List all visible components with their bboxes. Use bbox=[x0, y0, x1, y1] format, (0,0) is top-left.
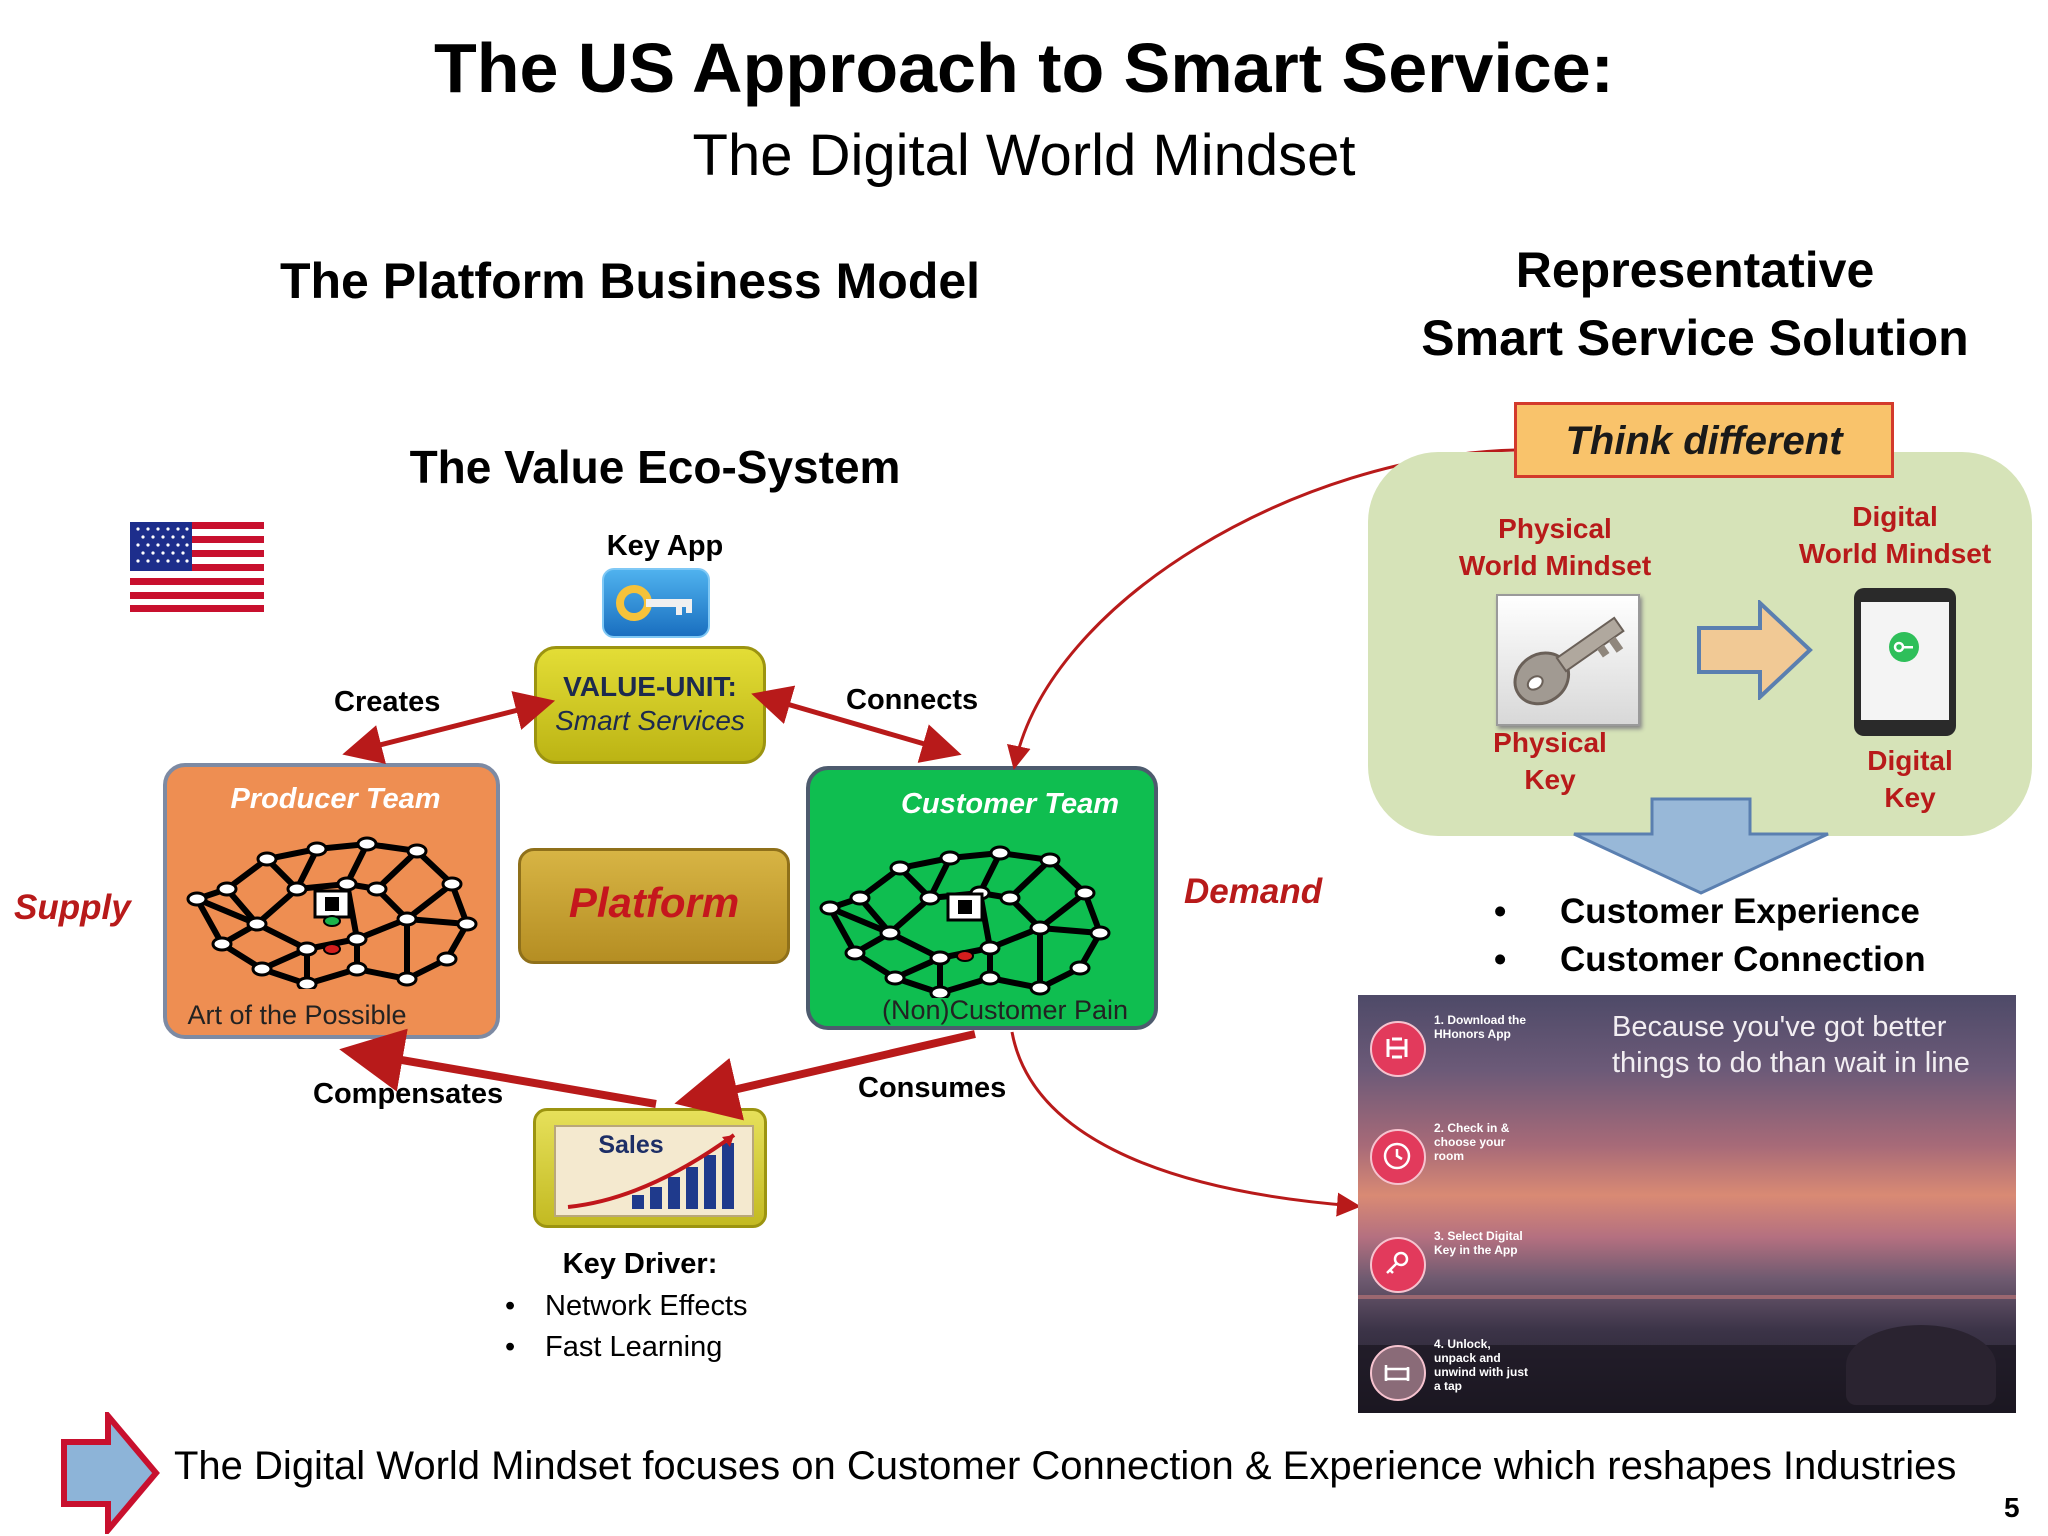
promo-tagline: Because you've got better things to do t… bbox=[1612, 1009, 2012, 1081]
promo-step-text: 3. Select Digital Key in the App bbox=[1434, 1229, 1523, 1257]
promo-step-text: 2. Check in & choose your room bbox=[1434, 1121, 1510, 1163]
digital-key-phone-icon bbox=[1854, 588, 1956, 736]
promo-step-download: 1. Download the HHonors App bbox=[1370, 1013, 1540, 1103]
people-silhouette bbox=[1846, 1325, 1996, 1405]
sales-label: Sales bbox=[598, 1131, 664, 1159]
physical-mindset-line-2: World Mindset bbox=[1458, 550, 1652, 581]
digital-key-line-1: Digital bbox=[1867, 745, 1953, 776]
physical-mindset-label: Physical World Mindset bbox=[1430, 510, 1680, 584]
us-flag-icon bbox=[130, 522, 264, 612]
creates-label: Creates bbox=[334, 686, 441, 718]
digital-mindset-label: Digital World Mindset bbox=[1780, 498, 2010, 572]
physical-key-line-1: Physical bbox=[1493, 727, 1607, 758]
right-heading-line-2: Smart Service Solution bbox=[1421, 310, 1969, 366]
platform-box: Platform bbox=[518, 848, 790, 964]
promo-tagline-line-2: things to do than wait in line bbox=[1612, 1047, 1970, 1079]
outcomes-list: Customer Experience Customer Connection bbox=[1494, 888, 1926, 984]
promo-step-unlock: 4. Unlock, unpack and unwind with just a… bbox=[1370, 1337, 1540, 1413]
right-heading-line-1: Representative bbox=[1515, 242, 1875, 298]
physical-mindset-line-1: Physical bbox=[1498, 513, 1612, 544]
digital-key-line-2: Key bbox=[1884, 782, 1936, 813]
connects-label: Connects bbox=[846, 684, 979, 716]
footer-arrow-icon bbox=[61, 1412, 160, 1534]
promo-image: Because you've got better things to do t… bbox=[1358, 995, 2016, 1413]
key-app-icon bbox=[602, 568, 710, 638]
digital-key-label: Digital Key bbox=[1800, 742, 2020, 816]
clock-icon bbox=[1370, 1129, 1426, 1185]
producer-network-icon bbox=[186, 836, 478, 989]
promo-link-curve bbox=[1010, 1031, 1361, 1217]
bed-icon bbox=[1370, 1345, 1426, 1401]
footer-statement: The Digital World Mindset focuses on Cus… bbox=[174, 1444, 1957, 1488]
page-number: 5 bbox=[2004, 1492, 2020, 1523]
think-different-box: Think different bbox=[1514, 402, 1894, 478]
promo-step-checkin: 2. Check in & choose your room bbox=[1370, 1121, 1540, 1211]
physical-key-line-2: Key bbox=[1524, 764, 1576, 795]
customer-team-caption: (Non)Customer Pain bbox=[881, 995, 1129, 1025]
page-subtitle: The Digital World Mindset bbox=[692, 123, 1356, 188]
producer-team-title: Producer Team bbox=[230, 783, 441, 815]
promo-step-text: 4. Unlock, unpack and unwind with just a… bbox=[1434, 1337, 1528, 1393]
compensates-label: Compensates bbox=[313, 1078, 504, 1110]
page-title: The US Approach to Smart Service: bbox=[434, 29, 1614, 107]
left-heading: The Platform Business Model bbox=[279, 253, 981, 309]
value-unit-subtitle: Smart Services bbox=[555, 705, 745, 736]
hilton-logo-icon bbox=[1370, 1021, 1426, 1077]
key-driver-list: Network Effects Fast Learning bbox=[505, 1286, 748, 1368]
outcome-down-arrow bbox=[1573, 797, 1829, 895]
key-icon bbox=[1370, 1237, 1426, 1293]
physical-key-label: Physical Key bbox=[1440, 724, 1660, 798]
supply-label: Supply bbox=[14, 888, 131, 927]
platform-label: Platform bbox=[568, 879, 740, 926]
right-heading: Representative Smart Service Solution bbox=[1360, 236, 2030, 372]
customer-team-box: Customer Team (Non)Customer Pain bbox=[806, 766, 1158, 1030]
demand-label: Demand bbox=[1184, 872, 1323, 911]
value-unit-box: VALUE-UNIT: Smart Services bbox=[534, 646, 766, 764]
digital-mindset-line-2: World Mindset bbox=[1798, 538, 1992, 569]
promo-step-text: 1. Download the HHonors App bbox=[1434, 1013, 1527, 1041]
promo-step-select-key: 3. Select Digital Key in the App bbox=[1370, 1229, 1540, 1319]
mindset-transition-arrow bbox=[1697, 600, 1813, 700]
outcome-item: Customer Connection bbox=[1494, 936, 1926, 984]
value-unit-title: VALUE-UNIT: bbox=[563, 671, 737, 702]
customer-team-title: Customer Team bbox=[900, 788, 1120, 820]
sales-chart-icon: Sales bbox=[554, 1125, 754, 1217]
key-app-label: Key App bbox=[606, 530, 724, 562]
key-driver-title: Key Driver: bbox=[562, 1248, 718, 1280]
physical-key-icon bbox=[1496, 594, 1640, 726]
outcome-item: Customer Experience bbox=[1494, 888, 1926, 936]
consumes-label: Consumes bbox=[858, 1072, 1007, 1104]
eco-heading: The Value Eco-System bbox=[409, 441, 901, 493]
key-driver-item: Network Effects bbox=[505, 1286, 748, 1327]
customer-network-icon bbox=[819, 845, 1111, 998]
producer-team-box: Producer Team Art of the Possible bbox=[163, 763, 500, 1039]
sales-box: Sales bbox=[533, 1108, 767, 1228]
key-driver-item: Fast Learning bbox=[505, 1327, 748, 1368]
producer-team-caption: Art of the Possible bbox=[187, 1000, 407, 1030]
think-different-label: Think different bbox=[1565, 419, 1843, 463]
digital-mindset-line-1: Digital bbox=[1852, 501, 1938, 532]
promo-tagline-line-1: Because you've got better bbox=[1612, 1011, 1947, 1043]
